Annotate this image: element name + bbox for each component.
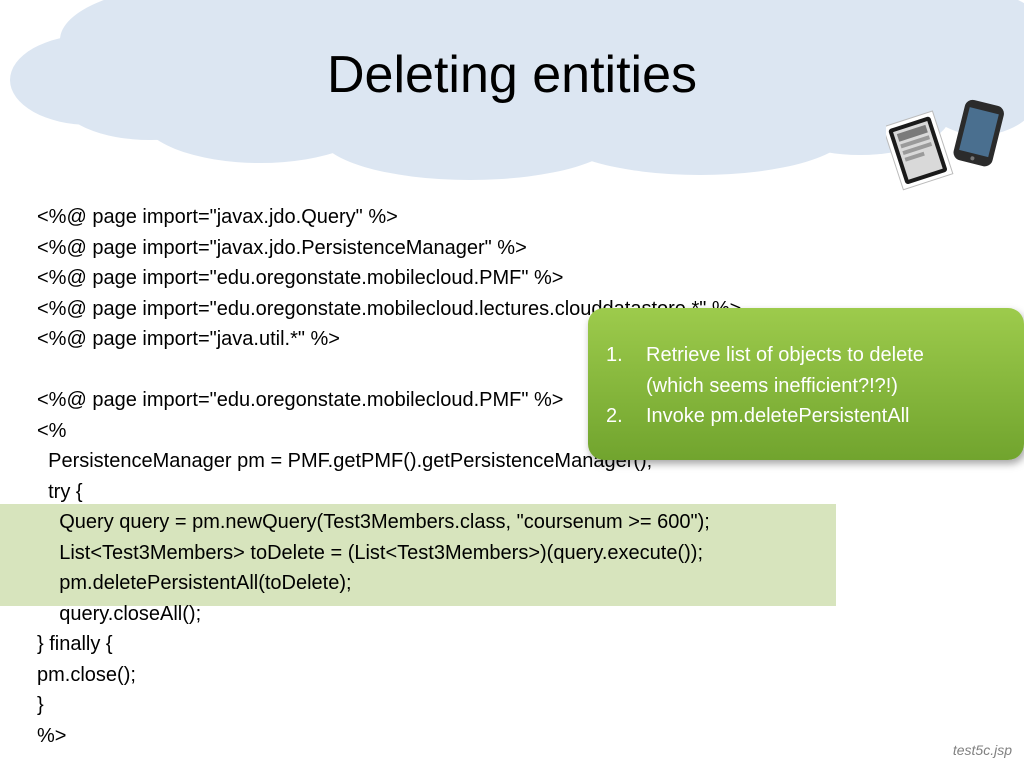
- code-line: %>: [37, 724, 67, 747]
- slide-title: Deleting entities: [327, 46, 697, 104]
- callout-item-number: 2.: [606, 405, 623, 427]
- callout-item: 1. Retrieve list of objects to delete (w…: [606, 340, 1010, 401]
- code-line: <%@ page import="javax.jdo.Query" %>: [37, 206, 398, 228]
- code-line: <%@ page import="java.util.*" %>: [37, 328, 340, 350]
- code-line: pm.close();: [37, 663, 136, 686]
- callout-item-text: Invoke pm.deletePersistentAll: [646, 401, 1010, 432]
- code-line: PersistenceManager pm = PMF.getPMF().get…: [37, 450, 653, 472]
- callout-item-line: Retrieve list of objects to delete: [646, 344, 924, 366]
- code-line: <%@ page import="edu.oregonstate.mobilec…: [37, 389, 564, 411]
- code-highlight: [0, 504, 836, 606]
- code-line: <%: [37, 419, 67, 442]
- callout-box: 1. Retrieve list of objects to delete (w…: [588, 308, 1024, 460]
- code-line: try {: [37, 480, 83, 503]
- code-line: } finally {: [37, 633, 113, 655]
- code-line: pm.deletePersistentAll(toDelete);: [37, 572, 352, 594]
- tablet-and-phone-icon: [886, 99, 1004, 191]
- code-line: <%@ page import="edu.oregonstate.mobilec…: [37, 267, 564, 289]
- code-line: <%@ page import="javax.jdo.PersistenceMa…: [37, 236, 527, 259]
- callout-item-line: Invoke pm.deletePersistentAll: [646, 405, 910, 427]
- code-line: query.closeAll();: [37, 602, 202, 625]
- code-line: }: [37, 694, 44, 716]
- cloud-background: [10, 0, 1024, 180]
- code-line: Query query = pm.newQuery(Test3Members.c…: [37, 511, 710, 533]
- callout-item-number: 1.: [606, 344, 623, 366]
- file-name-label: test5c.jsp: [952, 742, 1012, 758]
- callout-item-line: (which seems inefficient?!?!): [646, 374, 898, 397]
- callout-item-text: Retrieve list of objects to delete (whic…: [646, 340, 1010, 401]
- code-block: <%@ page import="javax.jdo.Query" %> <%@…: [37, 202, 997, 751]
- code-line: List<Test3Members> toDelete = (List<Test…: [37, 541, 704, 564]
- callout-item: 2. Invoke pm.deletePersistentAll: [606, 401, 1010, 432]
